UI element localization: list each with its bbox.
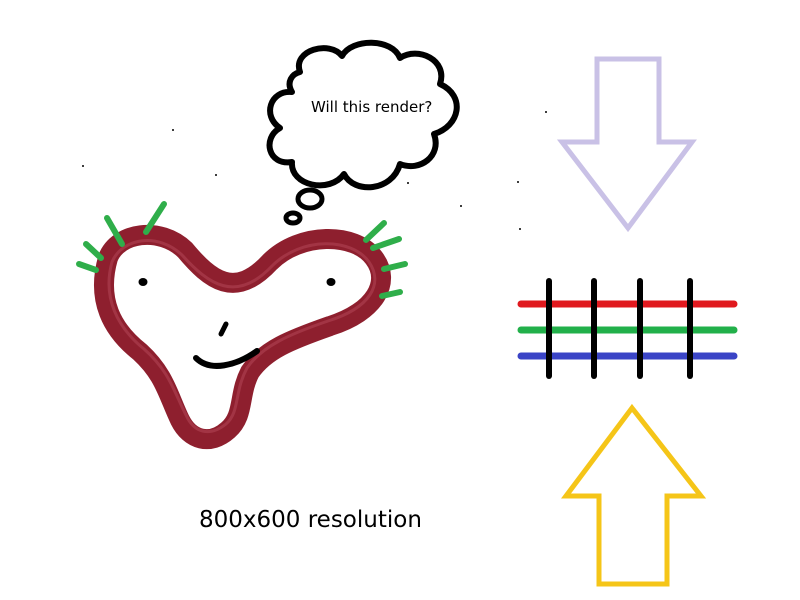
resolution-caption: 800x600 resolution [199,507,422,533]
thought-bubble: Will this render? [266,39,460,226]
left-whiskers [76,201,167,273]
thought-bubble-text: Will this render? [311,98,432,116]
heart-blob-creature [76,201,408,449]
down-arrow-icon [556,56,697,233]
right-eye [326,278,336,286]
right-whiskers [363,220,408,299]
color-lines-grid [517,278,738,379]
nose-mark [218,321,229,337]
thought-dot-small [283,210,303,226]
thought-cloud [266,39,460,191]
up-arrow-icon [561,403,707,587]
left-eye [138,278,148,286]
smile-mouth [193,348,260,369]
background-specks [82,111,547,230]
blob-outline [94,224,392,449]
blob-outline-inner-stroke [107,239,377,434]
thought-dot-large [295,187,325,211]
